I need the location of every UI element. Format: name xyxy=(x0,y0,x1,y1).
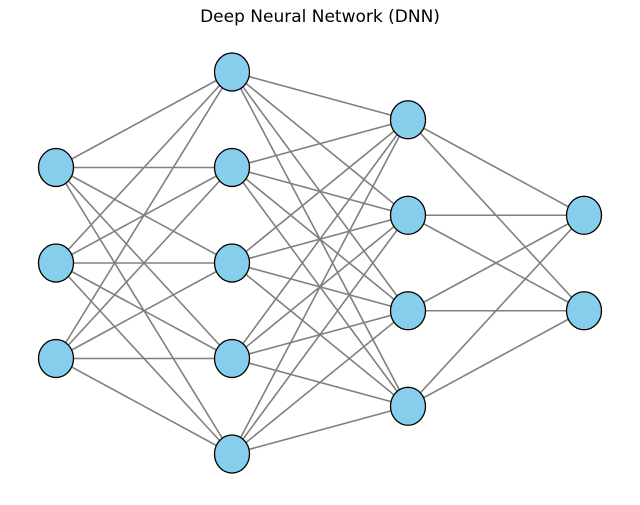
connection-l3n3-l4n1 xyxy=(407,214,585,312)
neuron-layer3-2 xyxy=(389,195,427,235)
connection-l1n3-l2n1 xyxy=(55,71,233,359)
connection-l1n3-l2n2 xyxy=(55,166,233,360)
connection-l2n1-l3n1 xyxy=(231,71,409,121)
connection-l2n5-l3n3 xyxy=(231,310,409,455)
connection-l1n3-l2n3 xyxy=(55,262,233,360)
neurons-group xyxy=(37,52,603,474)
neuron-layer2-4 xyxy=(213,338,251,379)
neuron-layer2-2 xyxy=(213,147,251,188)
connection-l2n5-l3n4 xyxy=(231,405,409,455)
connection-l2n4-l3n1 xyxy=(231,119,409,359)
neuron-layer2-3 xyxy=(213,243,251,283)
connection-l1n1-l2n1 xyxy=(55,71,233,169)
neuron-layer4-1 xyxy=(565,195,603,235)
connection-l1n3-l2n5 xyxy=(55,357,233,455)
connection-l1n2-l2n1 xyxy=(55,71,233,264)
connection-l3n1-l4n1 xyxy=(407,119,585,216)
neuron-layer2-1 xyxy=(213,52,251,92)
neuron-layer4-2 xyxy=(565,291,603,331)
connection-l3n4-l4n2 xyxy=(407,310,585,407)
neuron-layer1-2 xyxy=(37,243,75,283)
connection-l3n4-l4n1 xyxy=(407,214,585,407)
connection-l2n5-l3n1 xyxy=(231,119,409,455)
neuron-layer2-5 xyxy=(213,434,251,474)
neuron-layer3-1 xyxy=(389,100,427,140)
neuron-layer1-1 xyxy=(37,147,75,188)
connection-l2n2-l3n1 xyxy=(231,118,409,169)
diagram-title: Deep Neural Network (DNN) xyxy=(200,7,440,27)
neuron-layer3-4 xyxy=(389,386,427,426)
connection-l2n5-l3n2 xyxy=(231,214,409,455)
connection-l2n3-l3n1 xyxy=(231,119,409,264)
neuron-layer3-3 xyxy=(389,291,427,331)
connections-group xyxy=(55,71,585,455)
neuron-layer1-3 xyxy=(37,338,75,379)
